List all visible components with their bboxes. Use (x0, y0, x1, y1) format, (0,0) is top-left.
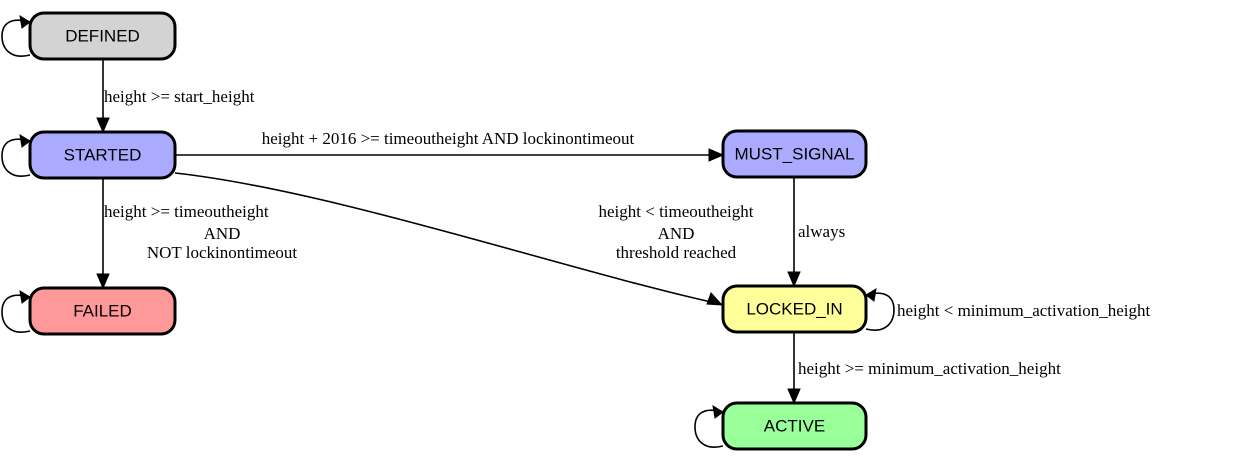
failed-self-loop (1, 290, 31, 333)
edge-label-started-to-locked-in-line1: height < timeoutheight (598, 202, 753, 221)
started-self-loop (1, 134, 31, 177)
edge-label-started-to-failed-line2: AND (204, 224, 241, 243)
edge-must_signal-to-locked_in (787, 177, 801, 288)
locked_in-self-loop (865, 288, 895, 331)
state-node-locked-in-box[interactable] (721, 284, 868, 334)
state-node-started[interactable]: STARTED (28, 130, 177, 180)
edge-label-locked-in-to-active: height >= minimum_activation_height (798, 359, 1061, 378)
edge-label-must-signal-to-locked-in: always (798, 222, 845, 241)
state-node-failed-label: FAILED (73, 301, 132, 320)
edge-label-started-to-locked-in-line3: threshold reached (616, 243, 737, 262)
edge-locked_in-to-active (787, 332, 801, 405)
state-node-started-label: STARTED (64, 145, 142, 164)
state-node-must-signal-label: MUST_SIGNAL (735, 144, 855, 163)
edge-started-to-must_signal (175, 148, 725, 162)
edge-label-locked-in-self-loop: height < minimum_activation_height (897, 301, 1150, 320)
edge-started-to-locked_in (174, 172, 724, 306)
state-node-active[interactable]: ACTIVE (721, 401, 868, 451)
state-node-defined[interactable]: DEFINED (28, 11, 177, 61)
edge-label-started-to-failed-line3: NOT lockinontimeout (147, 243, 298, 262)
state-node-defined-box[interactable] (28, 11, 177, 61)
state-node-locked-in-label: LOCKED_IN (746, 299, 842, 318)
state-node-locked-in[interactable]: LOCKED_IN (721, 284, 868, 334)
edge-label-started-to-failed-line1: height >= timeoutheight (104, 202, 269, 221)
edge-label-started-to-locked-in-line2: AND (658, 224, 695, 243)
state-node-started-box[interactable] (28, 130, 177, 180)
edge-label-defined-to-started: height >= start_height (104, 87, 255, 106)
active-self-loop (694, 405, 724, 448)
state-node-must-signal[interactable]: MUST_SIGNAL (721, 129, 868, 179)
edge-label-started-to-must-signal: height + 2016 >= timeoutheight AND locki… (262, 129, 635, 148)
state-node-must-signal-box[interactable] (721, 129, 868, 179)
edge-label-started-to-locked-in: height < timeoutheight AND threshold rea… (598, 202, 753, 262)
state-node-defined-label: DEFINED (65, 26, 140, 45)
state-node-active-label: ACTIVE (764, 416, 825, 435)
edge-defined-to-started (96, 59, 110, 134)
edge-started-to-failed (96, 178, 110, 290)
defined-self-loop (1, 15, 31, 57)
edge-label-started-to-failed: height >= timeoutheight AND NOT lockinon… (104, 202, 297, 262)
state-node-active-box[interactable] (721, 401, 868, 451)
state-node-failed[interactable]: FAILED (28, 286, 177, 336)
state-node-failed-box[interactable] (28, 286, 177, 336)
